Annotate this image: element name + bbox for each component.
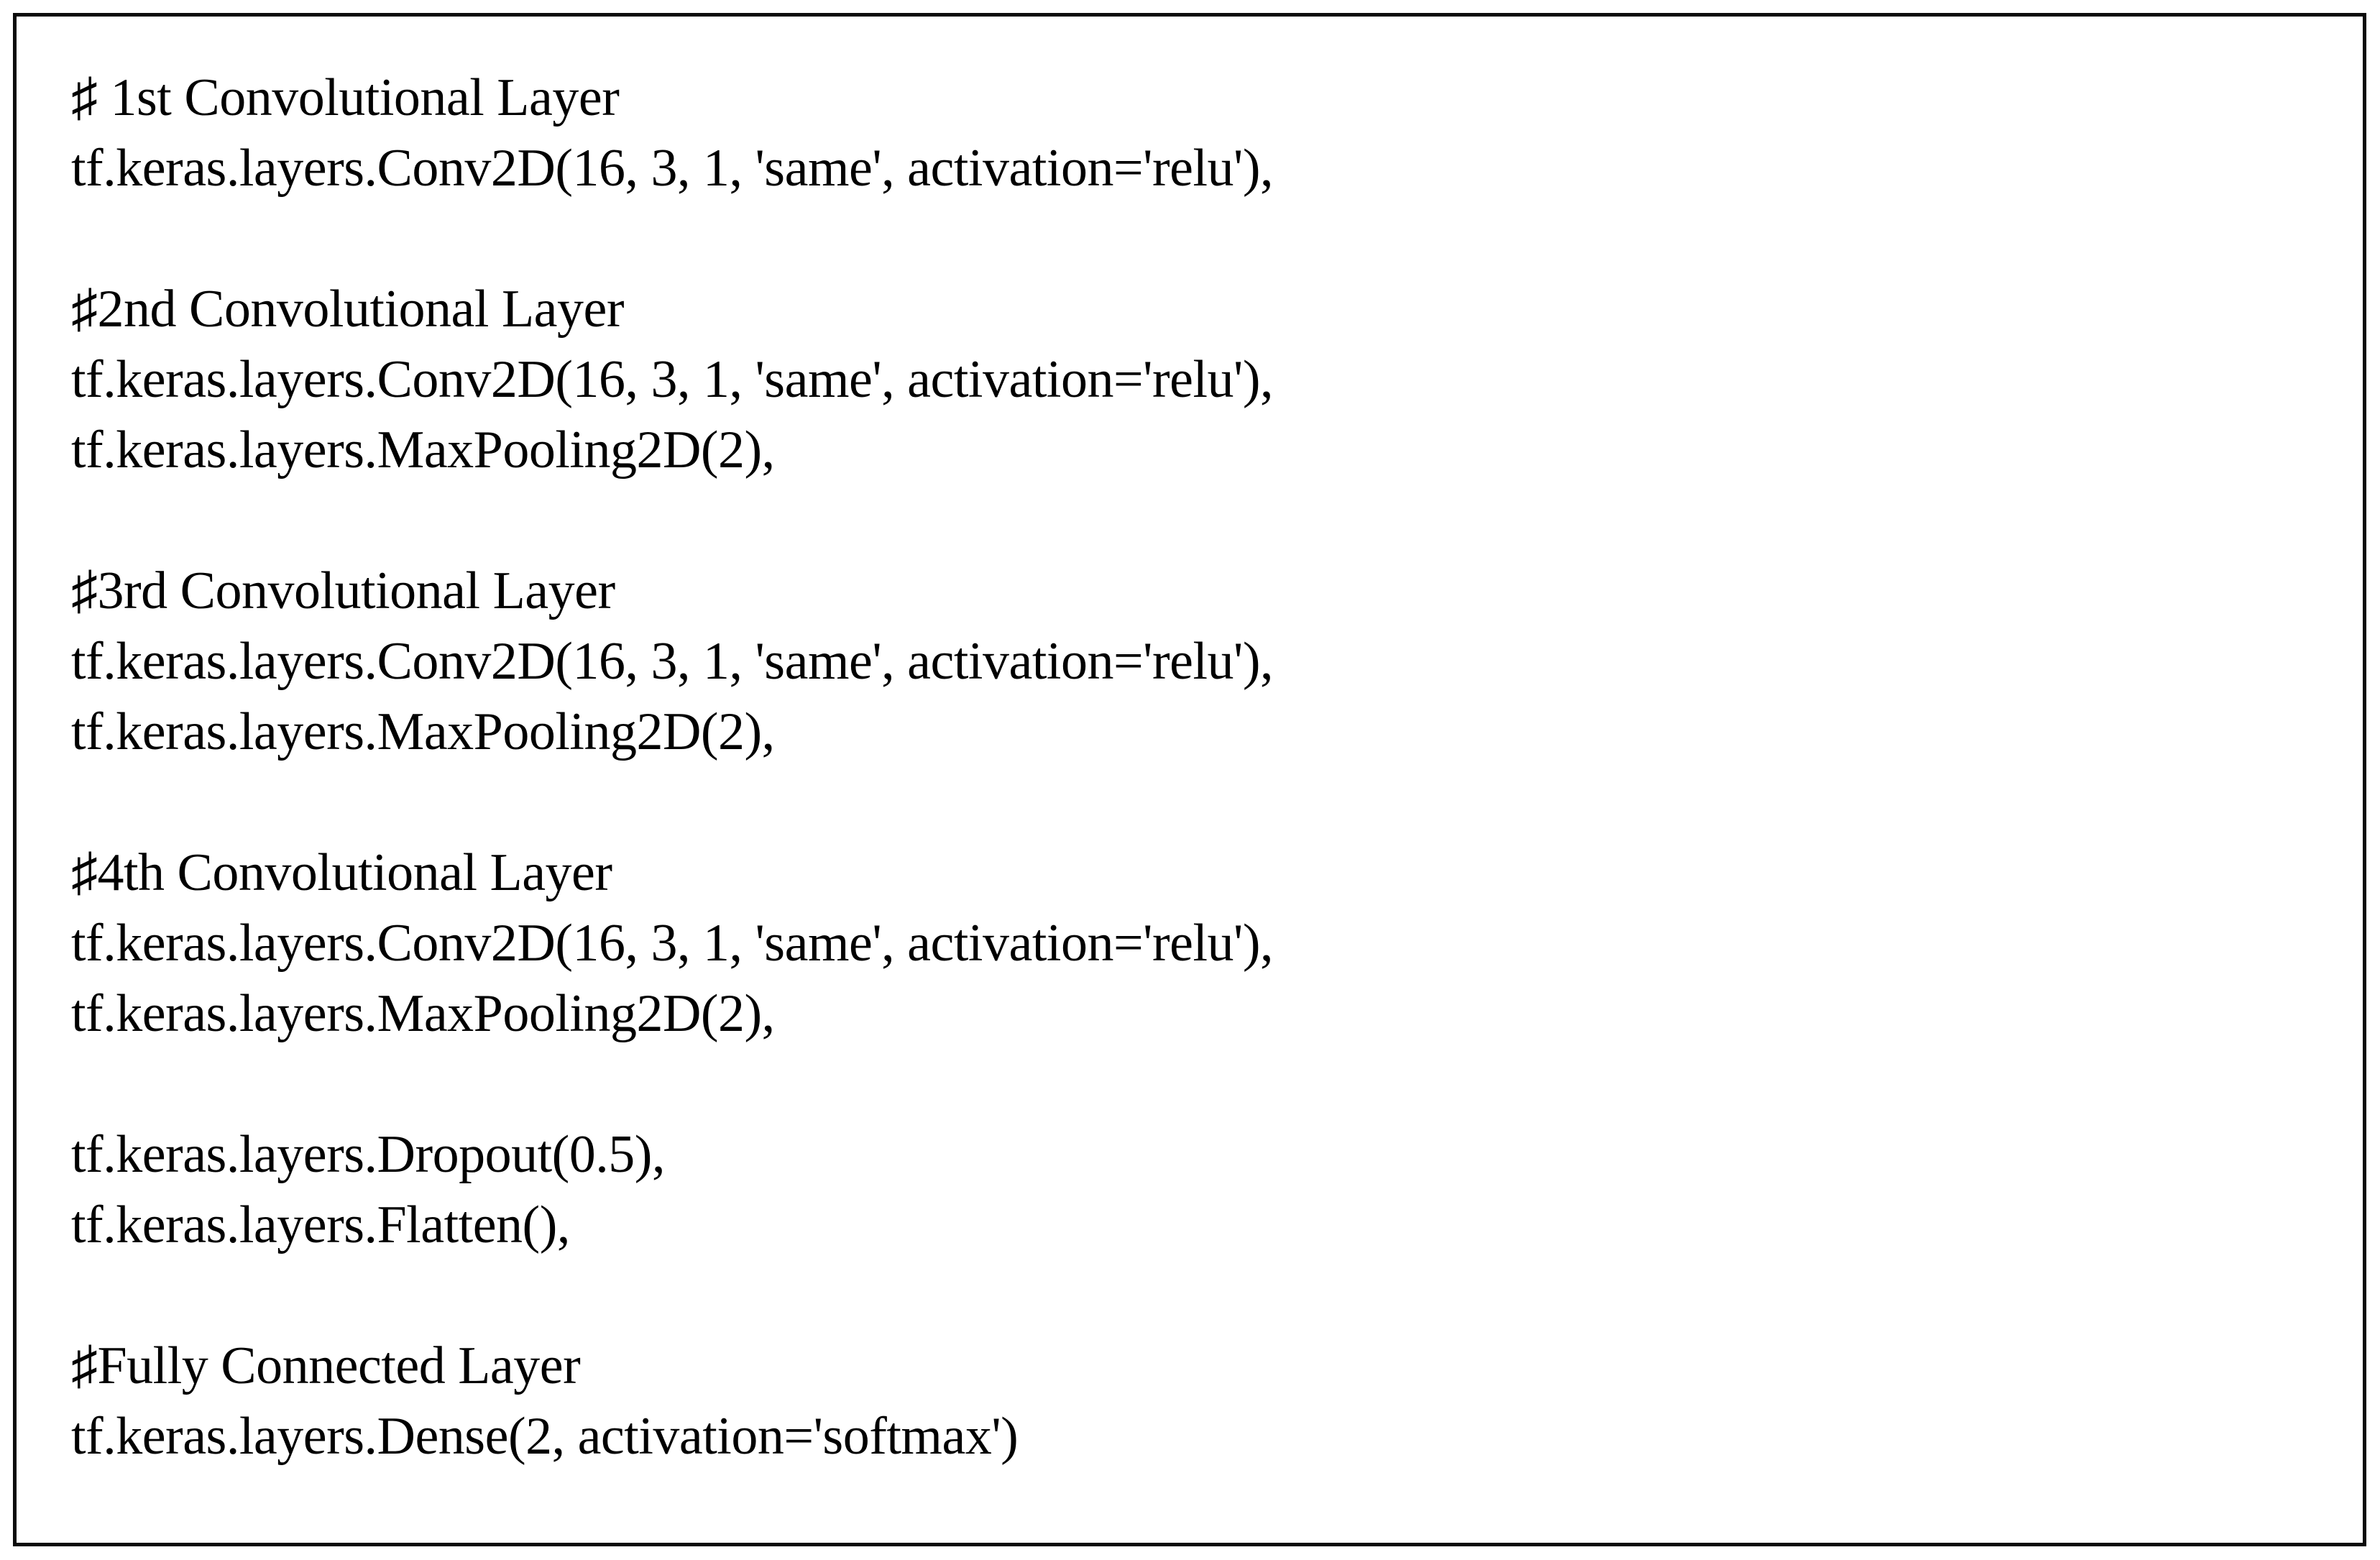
code-line-code: tf.keras.layers.Conv2D(16, 3, 1, 'same',… (71, 632, 1274, 691)
code-listing-frame: ♯ 1st Convolutional Layer tf.keras.layers… (13, 13, 2366, 1546)
code-line-code: tf.keras.layers.Conv2D(16, 3, 1, 'same',… (71, 350, 1274, 409)
code-line-comment: ♯3rd Convolutional Layer (71, 561, 615, 620)
code-line-code: tf.keras.layers.Flatten(), (71, 1196, 570, 1254)
code-listing: ♯ 1st Convolutional Layer tf.keras.layers… (71, 63, 2334, 1472)
code-line-code: tf.keras.layers.Dropout(0.5), (71, 1125, 665, 1184)
code-line-code: tf.keras.layers.Conv2D(16, 3, 1, 'same',… (71, 914, 1274, 973)
code-line-comment: ♯ 1st Convolutional Layer (71, 68, 620, 127)
blank-line (71, 485, 2334, 556)
blank-line (71, 767, 2334, 838)
blank-line (71, 1049, 2334, 1119)
code-line-code: tf.keras.layers.MaxPooling2D(2), (71, 421, 775, 480)
code-line-comment: ♯Fully Connected Layer (71, 1336, 581, 1395)
code-line-comment: ♯2nd Convolutional Layer (71, 280, 624, 339)
code-line-code: tf.keras.layers.MaxPooling2D(2), (71, 984, 775, 1043)
blank-line (71, 203, 2334, 274)
code-line-code: tf.keras.layers.MaxPooling2D(2), (71, 702, 775, 761)
blank-line (71, 1260, 2334, 1331)
code-line-code: tf.keras.layers.Dense(2, activation='sof… (71, 1407, 1019, 1466)
code-line-comment: ♯4th Convolutional Layer (71, 843, 612, 902)
code-line-code: tf.keras.layers.Conv2D(16, 3, 1, 'same',… (71, 139, 1274, 198)
